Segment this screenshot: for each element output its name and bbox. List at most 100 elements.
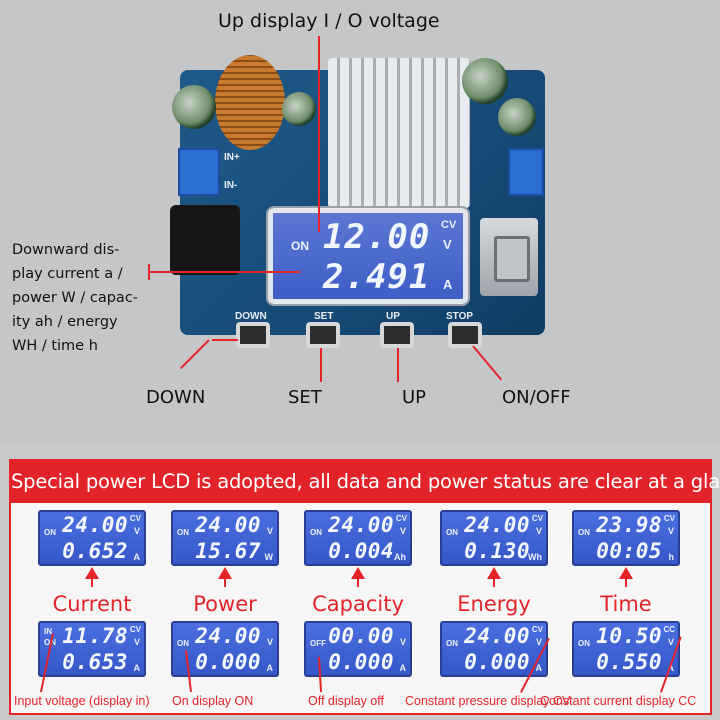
- input-terminal: [178, 148, 220, 196]
- caption-lower-display: Downward dis- play current a / power W /…: [12, 238, 160, 358]
- lcd-state-label: ON: [446, 639, 458, 648]
- status-note: Constant pressure display CV: [405, 694, 571, 708]
- status-note: On display ON: [172, 694, 254, 708]
- silk-stop: STOP: [446, 311, 474, 322]
- status-note: Off display off: [308, 694, 384, 708]
- lcd-lower-unit: A: [535, 663, 543, 673]
- lcd-lower-value: 0.004: [328, 539, 394, 563]
- lcd-state-label: ON: [177, 639, 189, 648]
- leader-line-top: [318, 36, 320, 232]
- lcd-mode-label: CV: [129, 514, 141, 523]
- lcd-lower-unit: A: [133, 663, 141, 673]
- onoff-button[interactable]: [448, 322, 482, 348]
- silk-down: DOWN: [235, 311, 267, 322]
- lcd-state-label: ON: [578, 528, 590, 537]
- up-arrow-icon: [218, 567, 232, 587]
- caption-line: power W / capac-: [12, 290, 139, 306]
- up-arrow-icon: [487, 567, 501, 587]
- caption-line: Downward dis-: [12, 242, 120, 258]
- lcd-a-unit: A: [443, 277, 453, 292]
- lcd-voltage-unit: V: [667, 526, 674, 536]
- lcd-voltage-value: 24.00: [464, 513, 530, 537]
- caption-set: SET: [288, 387, 322, 408]
- main-lcd: ON 12.00 CV V 2.491 A: [268, 208, 468, 304]
- lcd-lower-value: 0.550: [596, 650, 662, 674]
- lcd-state-label: ON: [578, 639, 590, 648]
- mode-label: Power: [193, 592, 257, 616]
- lcd-lower-value: 0.652: [62, 539, 128, 563]
- mode-label: Capacity: [312, 592, 404, 616]
- leader-up: [397, 348, 399, 382]
- caption-onoff: ON/OFF: [502, 387, 571, 408]
- lcd-mode-label: CV: [531, 625, 543, 634]
- lcd-voltage-unit: V: [535, 526, 542, 536]
- silk-set: SET: [314, 311, 334, 322]
- caption-down: DOWN: [146, 387, 206, 408]
- lcd-voltage-value: 11.78: [62, 624, 128, 648]
- lcd-lower-unit: A: [266, 663, 274, 673]
- output-terminal: [508, 148, 544, 196]
- leader-tick: [148, 264, 150, 280]
- lcd-voltage-unit: V: [399, 637, 406, 647]
- product-photo: IN+ IN- ON 12.00 CV V 2.491 A DOWN SET U…: [12, 10, 571, 408]
- silk-up: UP: [386, 311, 400, 322]
- mode-label: Energy: [457, 592, 531, 616]
- lcd-voltage-unit: V: [133, 637, 140, 647]
- caption-line: WH / time h: [12, 338, 98, 354]
- set-button[interactable]: [306, 322, 340, 348]
- lcd-state-label: ON: [310, 528, 322, 537]
- lcd-voltage-value: 00.00: [328, 624, 394, 648]
- lcd-voltage-value: 24.00: [464, 624, 530, 648]
- lcd-voltage: 12.00: [323, 217, 431, 257]
- leader-set: [320, 348, 322, 382]
- capacitor: [462, 58, 508, 104]
- capacitor: [498, 98, 536, 136]
- lcd-lower-value: 0.130: [464, 539, 530, 563]
- dc-jack: [170, 205, 240, 275]
- lcd-lower-unit: A: [399, 663, 407, 673]
- leader-down-h: [212, 339, 238, 341]
- lcd-voltage-value: 24.00: [62, 513, 128, 537]
- lcd-voltage-value: 24.00: [195, 624, 261, 648]
- lcd-lower-value: 0.653: [62, 650, 128, 674]
- leader-line-left: [148, 271, 300, 273]
- lcd-lower-value: 0.000: [195, 650, 261, 674]
- inductor-coil: [215, 55, 285, 150]
- lcd-lower-value: 15.67: [195, 539, 261, 563]
- lcd-v-unit: V: [443, 237, 452, 252]
- up-arrow-icon: [85, 567, 99, 587]
- caption-up: UP: [402, 387, 427, 408]
- caption-line: ity ah / energy: [12, 314, 118, 330]
- caption-upper-display: Up display I / O voltage: [218, 10, 440, 32]
- lcd-lower-unit: A: [667, 663, 675, 673]
- lcd-voltage-value: 24.00: [328, 513, 394, 537]
- lcd-state-label: OFF: [310, 639, 326, 648]
- lcd-mode-label: CC: [663, 625, 675, 634]
- lcd-in-label: IN: [44, 627, 52, 636]
- capacitor: [172, 85, 216, 129]
- lcd-voltage-unit: V: [667, 637, 674, 647]
- lcd-state-label: ON: [44, 528, 56, 537]
- lcd-lower-value: 0.000: [464, 650, 530, 674]
- in-minus-label: IN-: [224, 180, 238, 191]
- up-arrow-icon: [351, 567, 365, 587]
- banner: Special power LCD is adopted, all data a…: [11, 461, 720, 503]
- lcd-mode-label: CV: [531, 514, 543, 523]
- down-button[interactable]: [236, 322, 270, 348]
- up-button[interactable]: [380, 322, 414, 348]
- lcd-on-label: ON: [291, 239, 309, 253]
- capacitor: [282, 92, 316, 126]
- lcd-voltage-value: 23.98: [596, 513, 662, 537]
- lcd-lower-value: 0.000: [328, 650, 394, 674]
- mode-label: Current: [52, 592, 132, 616]
- lcd-state-label: ON: [177, 528, 189, 537]
- leader-onoff: [472, 345, 503, 381]
